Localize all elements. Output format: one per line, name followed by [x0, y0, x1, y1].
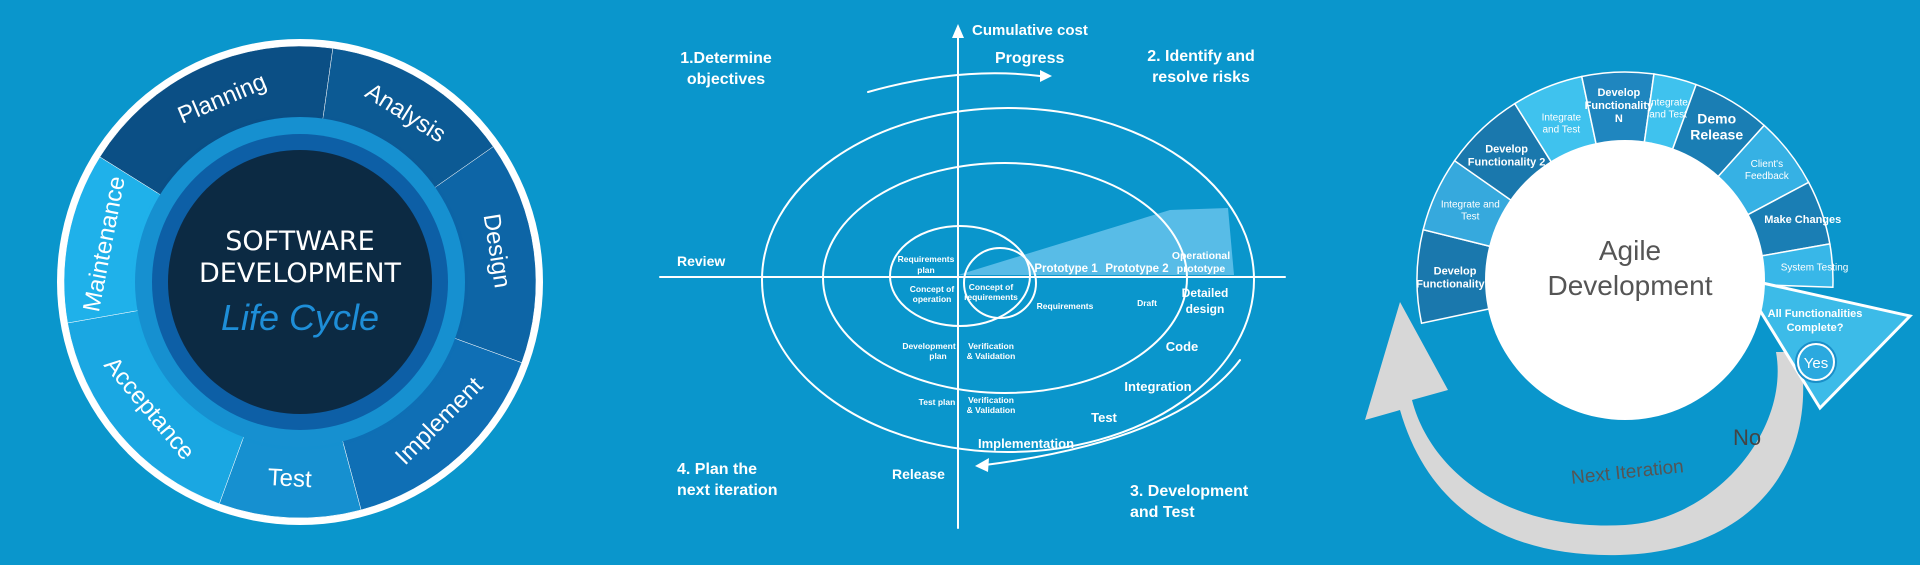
concept-req-line2: requirements — [964, 292, 1018, 302]
concept-op-line1: Concept of — [910, 284, 955, 294]
test-plan-label: Test plan — [919, 397, 956, 407]
quadrant3-line1: 3. Development — [1130, 483, 1249, 500]
dev-plan-line1: Development — [902, 341, 956, 351]
req-plan-line1: Requirements — [898, 254, 955, 264]
prototype1-label: Prototype 1 — [1034, 263, 1098, 275]
vv1-line1: Verification — [968, 341, 1014, 351]
progress-arrow — [867, 72, 1041, 93]
risk-analysis-sector — [958, 208, 1234, 275]
sdlc-core — [168, 150, 432, 414]
quadrant4-line2: next iteration — [677, 482, 777, 499]
agile-segment-label-9-line1: Make Changes — [1764, 214, 1841, 226]
prototype2-label: Prototype 2 — [1105, 263, 1168, 275]
quadrant1-line2: objectives — [687, 71, 765, 88]
release-arrow — [984, 359, 1241, 466]
agile-title-line2: Development — [1548, 270, 1713, 301]
yes-badge-fill — [1799, 345, 1833, 379]
spiral-ring-outer — [761, 107, 1255, 453]
agile-segment-label-4-line1: Integrate — [1542, 112, 1582, 123]
req-plan-line2: plan — [917, 265, 934, 275]
next-iteration-label: Next Iteration — [1570, 456, 1685, 489]
complete-check-pointer — [1736, 275, 1913, 411]
sdlc-phase-label-test: Test — [267, 464, 313, 493]
agile-segment-label-6-line1: Integrate — [1648, 97, 1688, 108]
next-iteration-arrow — [1365, 302, 1804, 556]
detailed-design-line1: Detailed — [1182, 286, 1229, 300]
agile-segment-label-4-line2: and Test — [1543, 124, 1581, 135]
sdlc-wheel: SOFTWARE DEVELOPMENT Life Cycle Planning… — [57, 39, 543, 525]
agile-center-circle — [1485, 140, 1765, 420]
yes-label: Yes — [1804, 355, 1828, 372]
sdlc-center-line1: SOFTWARE — [225, 226, 374, 257]
quadrant2-line1: 2. Identify and — [1147, 48, 1255, 65]
vv2-line1: Verification — [968, 395, 1014, 405]
progress-label: Progress — [995, 50, 1064, 67]
review-label: Review — [677, 253, 725, 269]
dev-plan-line2: plan — [929, 351, 946, 361]
agile-segment-label-2-line2: Test — [1461, 212, 1480, 223]
agile-segment-label-7-line2: Release — [1690, 126, 1743, 142]
integration-label: Integration — [1124, 379, 1191, 394]
agile-segment-label-1-line1: Develop — [1434, 266, 1477, 278]
release-arrowhead — [975, 458, 989, 472]
agile-segment-label-3-line2: Functionality 2 — [1468, 157, 1546, 169]
sdlc-center-line2: DEVELOPMENT — [199, 258, 402, 289]
release-label: Release — [892, 466, 945, 482]
quadrant3-line2: and Test — [1130, 504, 1195, 521]
sdlc-center-line3: Life Cycle — [221, 297, 379, 338]
agile-segment-label-1-line2: Functionality 1 — [1416, 279, 1494, 291]
draft-label: Draft — [1137, 298, 1157, 308]
agile-segment-label-5-line1: Develop — [1597, 87, 1640, 99]
agile-segment-label-8-line1: Client's — [1751, 159, 1783, 170]
vv1-line2: & Validation — [967, 351, 1016, 361]
quadrant2-line2: resolve risks — [1152, 69, 1250, 86]
detailed-design-line2: design — [1186, 302, 1225, 316]
agile-title-line1: Agile — [1599, 235, 1661, 266]
agile-segment-label-3-line1: Develop — [1485, 144, 1528, 156]
axis-arrowhead — [952, 24, 964, 38]
concept-op-line2: operation — [913, 294, 952, 304]
op-prototype-line1: Operational — [1172, 250, 1230, 262]
quadrant4-line1: 4. Plan the — [677, 461, 757, 478]
quadrant1-line1: 1.Determine — [680, 50, 772, 67]
spiral-ring-middle — [822, 162, 1188, 394]
spiral-ring-core — [963, 247, 1037, 319]
test-label: Test — [1091, 410, 1117, 425]
cumulative-cost-label: Cumulative cost — [972, 22, 1088, 39]
agile-segment-label-10-line1: System Testing — [1781, 263, 1849, 274]
agile-segment-label-5-line2: Functionality — [1585, 100, 1654, 112]
complete-question-line2: Complete? — [1787, 322, 1844, 334]
agile-segment-label-8-line2: Feedback — [1745, 171, 1790, 182]
concept-req-line1: Concept of — [969, 282, 1014, 292]
vv2-line2: & Validation — [967, 405, 1016, 415]
progress-arrowhead — [1040, 70, 1052, 82]
complete-question-line1: All Functionalities — [1768, 308, 1863, 320]
no-label: No — [1733, 425, 1761, 450]
agile-segment-label-6-line2: and Test — [1649, 109, 1687, 120]
agile-segment-label-7-line1: Demo — [1697, 110, 1736, 126]
code-label: Code — [1166, 339, 1199, 354]
spiral-model: Cumulative cost Progress 1.Determine obj… — [659, 22, 1286, 529]
requirements-label: Requirements — [1037, 301, 1094, 311]
agile-segment-label-2-line1: Integrate and — [1441, 200, 1500, 211]
op-prototype-line2: prototype — [1177, 263, 1226, 275]
spiral-ring-inner — [889, 225, 1031, 327]
implementation-label: Implementation — [978, 436, 1074, 451]
agile-segment-label-5-line3: N — [1615, 113, 1623, 125]
